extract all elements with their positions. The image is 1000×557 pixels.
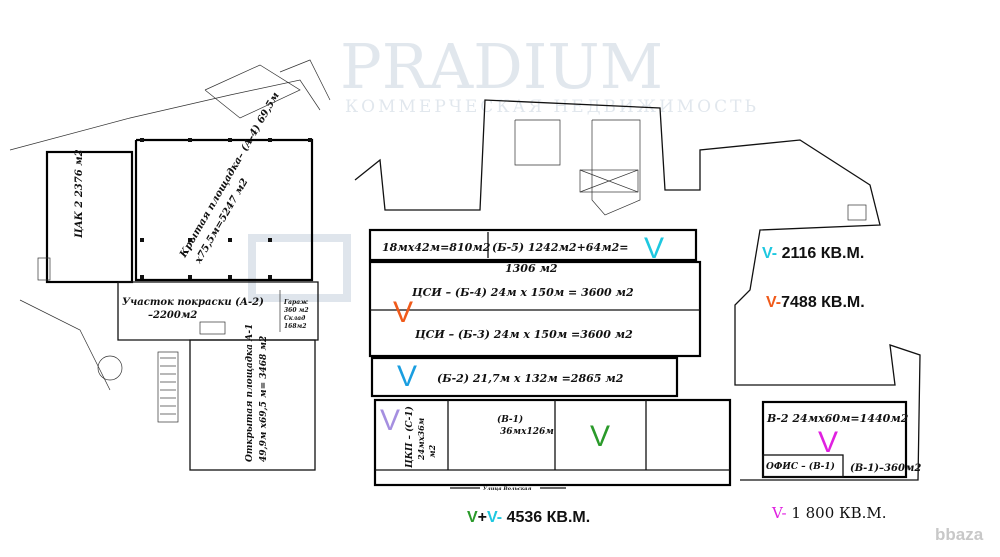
watermark: PRADIUM КОММЕРЧЕСКАЯ НЕДВИЖИМОСТЬ — [248, 30, 759, 302]
legend-orange: V-7488 КВ.М. — [766, 294, 865, 311]
garage-area: 360 м2 — [284, 307, 309, 314]
zone-tsak: ЦАК 2 2376 м2 — [37, 149, 134, 284]
zone-a1: Открытая площадка А-1 49,9м х69,5 м= 346… — [97, 324, 316, 471]
watermark-site: bbaza — [935, 525, 984, 544]
legend-cyan: V- 2116 КВ.М. — [762, 245, 864, 262]
tsak-label: ЦАК 2 2376 м2 — [74, 149, 85, 239]
c1-size: 24мх36м — [416, 417, 426, 461]
watermark-tagline: КОММЕРЧЕСКАЯ НЕДВИЖИМОСТЬ — [345, 97, 759, 117]
watermark-logo — [248, 234, 351, 302]
storage-area: 168м2 — [284, 323, 306, 330]
c1-title: ЦКП – (С-1) — [404, 406, 415, 469]
marker-blue: V — [397, 360, 417, 393]
v1-small-label: (В-1)–360м2 — [850, 463, 921, 474]
storage-label: Склад — [284, 315, 305, 322]
marker-orange: V — [393, 296, 413, 329]
b4-label: ЦСИ – (Б-4) 24м х 150м = 3600 м2 — [411, 286, 634, 299]
b5-small-label: 18мх42м=810м2 — [382, 241, 491, 254]
zone-b: 18мх42м=810м2 (Б-5) 1242м2+64м2= 1306 м2… — [368, 228, 732, 492]
a1-label-2: 49,9м х69,5 м= 3468 м2 — [259, 336, 269, 462]
legend-magenta: V- 1 800 КВ.М. — [771, 504, 887, 522]
watermark-brand: PRADIUM — [340, 30, 663, 103]
b5-main-label: (Б-5) 1242м2+64м2= — [492, 241, 628, 254]
v2-label: В-2 24мх60м=1440м2 — [766, 412, 909, 425]
a2-label-2: –2200м2 — [148, 310, 197, 321]
marker-lavender: V — [380, 404, 400, 437]
garage-label: Гараж — [283, 299, 308, 306]
site-outline — [9, 59, 921, 481]
a1-label-1: Открытая площадка А-1 — [245, 324, 255, 462]
c1-unit: м2 — [427, 444, 437, 458]
zone-v: В-2 24мх60м=1440м2 ОФИС – (В-1) (В-1)–36… — [761, 400, 921, 479]
b2-label: (Б-2) 21,7м х 132м =2865 м2 — [437, 372, 624, 385]
marker-cyan: V — [644, 232, 664, 265]
area-markers: V V V V V V — [380, 232, 838, 459]
marker-magenta: V — [818, 426, 838, 459]
b3-label: ЦСИ – (Б-3) 24м х 150м =3600 м2 — [414, 328, 633, 341]
b5-total-label: 1306 м2 — [505, 262, 558, 275]
marker-green: V — [590, 420, 610, 453]
v1-title: (В-1) — [497, 414, 523, 425]
zone-a2: Участок покраски (А-2) –2200м2 Гараж 360… — [117, 281, 319, 341]
a2-label-1: Участок покраски (А-2) — [122, 297, 264, 308]
legend: V- 2116 КВ.М. V-7488 КВ.М. V+V- 4536 КВ.… — [467, 245, 887, 526]
office-label: ОФИС – (В-1) — [766, 461, 835, 472]
zone-a4: Крытая площадка– (А-4) 69,5м х75,5м=5247… — [134, 91, 314, 282]
v1-size: 36мх126м — [500, 427, 554, 437]
legend-green-cyan: V+V- 4536 КВ.М. — [467, 509, 590, 526]
street-label: Улица Вольская — [483, 486, 532, 492]
